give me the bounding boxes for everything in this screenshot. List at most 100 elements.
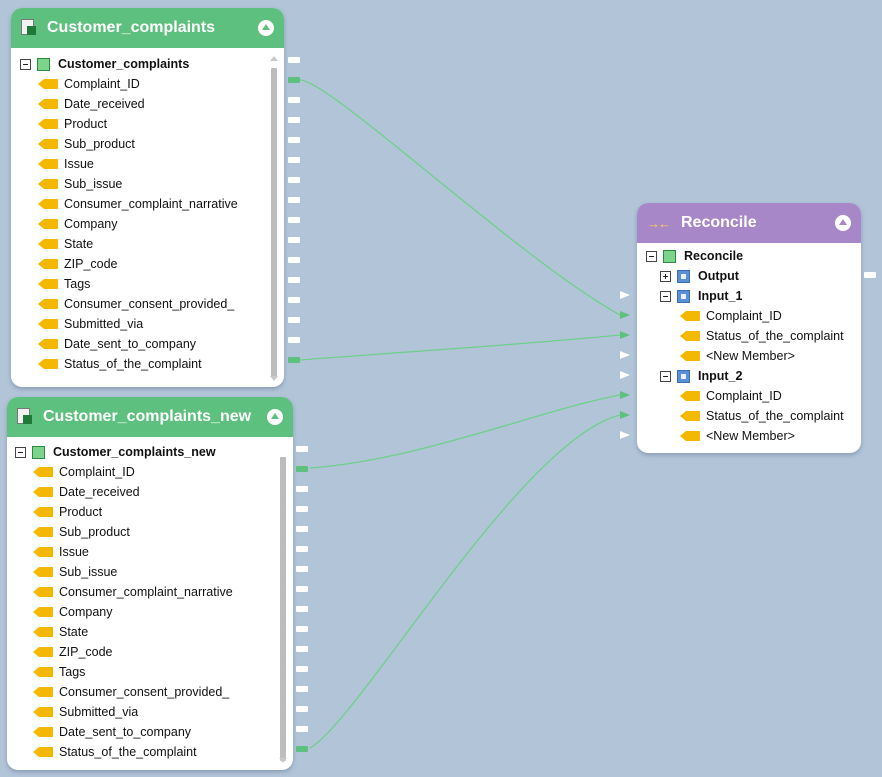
field-row[interactable]: Date_received: [38, 94, 145, 114]
output-port[interactable]: [864, 272, 876, 278]
collapse-node-button[interactable]: [258, 20, 274, 36]
scrollbar[interactable]: [279, 445, 287, 765]
tree-node-input-1[interactable]: Input_1: [660, 286, 742, 306]
field-row[interactable]: Product: [33, 502, 102, 522]
output-port[interactable]: [288, 297, 300, 303]
field-row[interactable]: Date_sent_to_company: [38, 334, 196, 354]
field-row[interactable]: Consumer_complaint_narrative: [33, 582, 233, 602]
output-port[interactable]: [296, 546, 308, 552]
collapse-toggle-icon[interactable]: [20, 58, 31, 70]
field-row[interactable]: State: [38, 234, 93, 254]
field-row[interactable]: Date_received: [33, 482, 140, 502]
field-row[interactable]: Consumer_consent_provided_: [38, 294, 234, 314]
field-row[interactable]: Sub_issue: [33, 562, 117, 582]
output-port[interactable]: [288, 337, 300, 343]
scroll-down-arrow[interactable]: [279, 758, 287, 763]
output-port[interactable]: [296, 586, 308, 592]
field-row[interactable]: Complaint_ID: [33, 462, 135, 482]
field-row[interactable]: ZIP_code: [33, 642, 113, 662]
node-header[interactable]: Customer_complaints_new: [7, 397, 293, 437]
link-status-2[interactable]: [309, 414, 621, 749]
output-port[interactable]: [288, 57, 300, 63]
field-row[interactable]: Company: [33, 602, 113, 622]
tree-root-customer-complaints[interactable]: Customer_complaints: [20, 54, 189, 74]
collapse-node-button[interactable]: [267, 409, 283, 425]
output-port[interactable]: [288, 97, 300, 103]
input-port[interactable]: [620, 351, 630, 359]
field-row[interactable]: Status_of_the_complaint: [38, 354, 202, 374]
field-row[interactable]: Sub_product: [33, 522, 130, 542]
scrollbar[interactable]: [270, 56, 278, 384]
field-row[interactable]: Company: [38, 214, 118, 234]
scroll-thumb[interactable]: [271, 68, 277, 378]
output-port[interactable]: [296, 446, 308, 452]
field-row[interactable]: Tags: [33, 662, 85, 682]
output-port[interactable]: [288, 117, 300, 123]
input-port[interactable]: [620, 411, 630, 419]
output-port[interactable]: [296, 606, 308, 612]
tree-root-reconcile[interactable]: Reconcile: [646, 246, 743, 266]
field-row[interactable]: Complaint_ID: [38, 74, 140, 94]
field-row[interactable]: Status_of_the_complaint: [680, 326, 844, 346]
field-row[interactable]: Submitted_via: [33, 702, 138, 722]
link-status-1[interactable]: [299, 334, 621, 361]
scroll-down-arrow[interactable]: [270, 376, 278, 381]
tree-node-input-2[interactable]: Input_2: [660, 366, 742, 386]
field-row[interactable]: Sub_product: [38, 134, 135, 154]
output-port[interactable]: [296, 566, 308, 572]
field-row[interactable]: Issue: [33, 542, 89, 562]
output-port[interactable]: [296, 726, 308, 732]
field-row[interactable]: Tags: [38, 274, 90, 294]
field-row[interactable]: State: [33, 622, 88, 642]
field-row[interactable]: Issue: [38, 154, 94, 174]
output-port[interactable]: [288, 77, 300, 83]
field-row[interactable]: Consumer_complaint_narrative: [38, 194, 238, 214]
output-port[interactable]: [296, 626, 308, 632]
collapse-node-button[interactable]: [835, 215, 851, 231]
output-port[interactable]: [288, 197, 300, 203]
output-port[interactable]: [296, 746, 308, 752]
expand-toggle-icon[interactable]: [660, 270, 671, 282]
scroll-thumb[interactable]: [280, 457, 286, 761]
tree-root-customer-complaints-new[interactable]: Customer_complaints_new: [15, 442, 216, 462]
output-port[interactable]: [296, 646, 308, 652]
tree-node-output[interactable]: Output: [660, 266, 739, 286]
link-complaint-id-2[interactable]: [309, 394, 621, 469]
input-port[interactable]: [620, 371, 630, 379]
output-port[interactable]: [288, 217, 300, 223]
field-row[interactable]: Product: [38, 114, 107, 134]
field-row[interactable]: <New Member>: [680, 426, 795, 446]
collapse-toggle-icon[interactable]: [15, 446, 26, 458]
scroll-up-arrow[interactable]: [270, 56, 278, 61]
field-row[interactable]: Status_of_the_complaint: [680, 406, 844, 426]
node-header[interactable]: Customer_complaints: [11, 8, 284, 48]
collapse-toggle-icon[interactable]: [646, 250, 657, 262]
field-row[interactable]: <New Member>: [680, 346, 795, 366]
field-row[interactable]: Status_of_the_complaint: [33, 742, 197, 762]
field-row[interactable]: Sub_issue: [38, 174, 122, 194]
node-header[interactable]: →← Reconcile: [637, 203, 861, 243]
output-port[interactable]: [288, 317, 300, 323]
input-port[interactable]: [620, 391, 630, 399]
output-port[interactable]: [288, 237, 300, 243]
field-row[interactable]: Consumer_consent_provided_: [33, 682, 229, 702]
collapse-toggle-icon[interactable]: [660, 370, 671, 382]
output-port[interactable]: [296, 526, 308, 532]
output-port[interactable]: [288, 157, 300, 163]
collapse-toggle-icon[interactable]: [660, 290, 671, 302]
output-port[interactable]: [296, 706, 308, 712]
output-port[interactable]: [288, 357, 300, 363]
output-port[interactable]: [288, 257, 300, 263]
field-row[interactable]: Submitted_via: [38, 314, 143, 334]
output-port[interactable]: [296, 686, 308, 692]
output-port[interactable]: [288, 277, 300, 283]
link-complaint-id-1[interactable]: [299, 79, 621, 316]
field-row[interactable]: Complaint_ID: [680, 306, 782, 326]
input-port[interactable]: [620, 431, 630, 439]
output-port[interactable]: [288, 177, 300, 183]
output-port[interactable]: [288, 137, 300, 143]
input-port[interactable]: [620, 311, 630, 319]
input-port[interactable]: [620, 331, 630, 339]
